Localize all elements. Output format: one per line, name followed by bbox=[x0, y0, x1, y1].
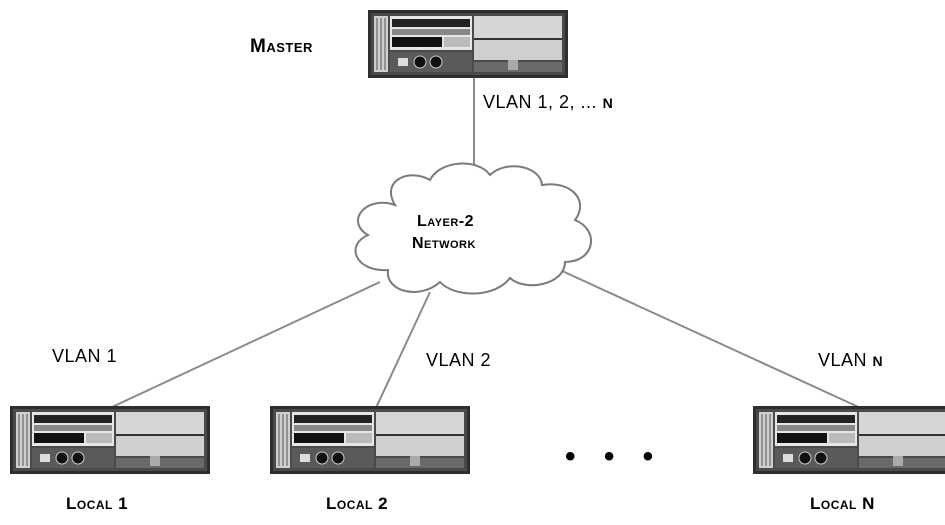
local-2-vlan-label: VLAN 2 bbox=[426, 350, 491, 371]
local-2-link-line bbox=[374, 291, 431, 411]
master-vlan-suffix: N bbox=[602, 95, 614, 111]
local-n-vlan-label: VLAN N bbox=[818, 350, 883, 371]
local-1-vlan-text: VLAN 1 bbox=[52, 346, 118, 366]
ellipsis-dots: • • • bbox=[565, 440, 664, 473]
local-2-label: Local 2 bbox=[326, 494, 389, 513]
cloud-label-line2: Network bbox=[412, 235, 476, 252]
local-n-link-line bbox=[559, 269, 866, 411]
local-2-controller-device bbox=[269, 405, 471, 475]
local-1-vlan-label: VLAN 1 bbox=[52, 346, 117, 367]
local-1-link-line bbox=[109, 281, 381, 409]
layer2-network-cloud bbox=[354, 162, 592, 295]
local-n-controller-device bbox=[752, 405, 945, 475]
local-2-vlan-text: VLAN 2 bbox=[426, 350, 492, 370]
local-1-label: Local 1 bbox=[66, 494, 129, 513]
cloud-label-line1: Layer-2 bbox=[417, 213, 475, 230]
local-n-vlan-suffix: N bbox=[872, 353, 884, 369]
master-controller-device bbox=[367, 9, 569, 79]
local-n-vlan-text: VLAN bbox=[818, 350, 868, 370]
local-n-label: Local N bbox=[810, 494, 875, 513]
master-label: Master bbox=[250, 36, 313, 57]
master-vlan-text: VLAN 1, 2, ... bbox=[483, 92, 598, 112]
master-vlan-label: VLAN 1, 2, ... N bbox=[483, 92, 613, 113]
local-1-controller-device bbox=[9, 405, 211, 475]
